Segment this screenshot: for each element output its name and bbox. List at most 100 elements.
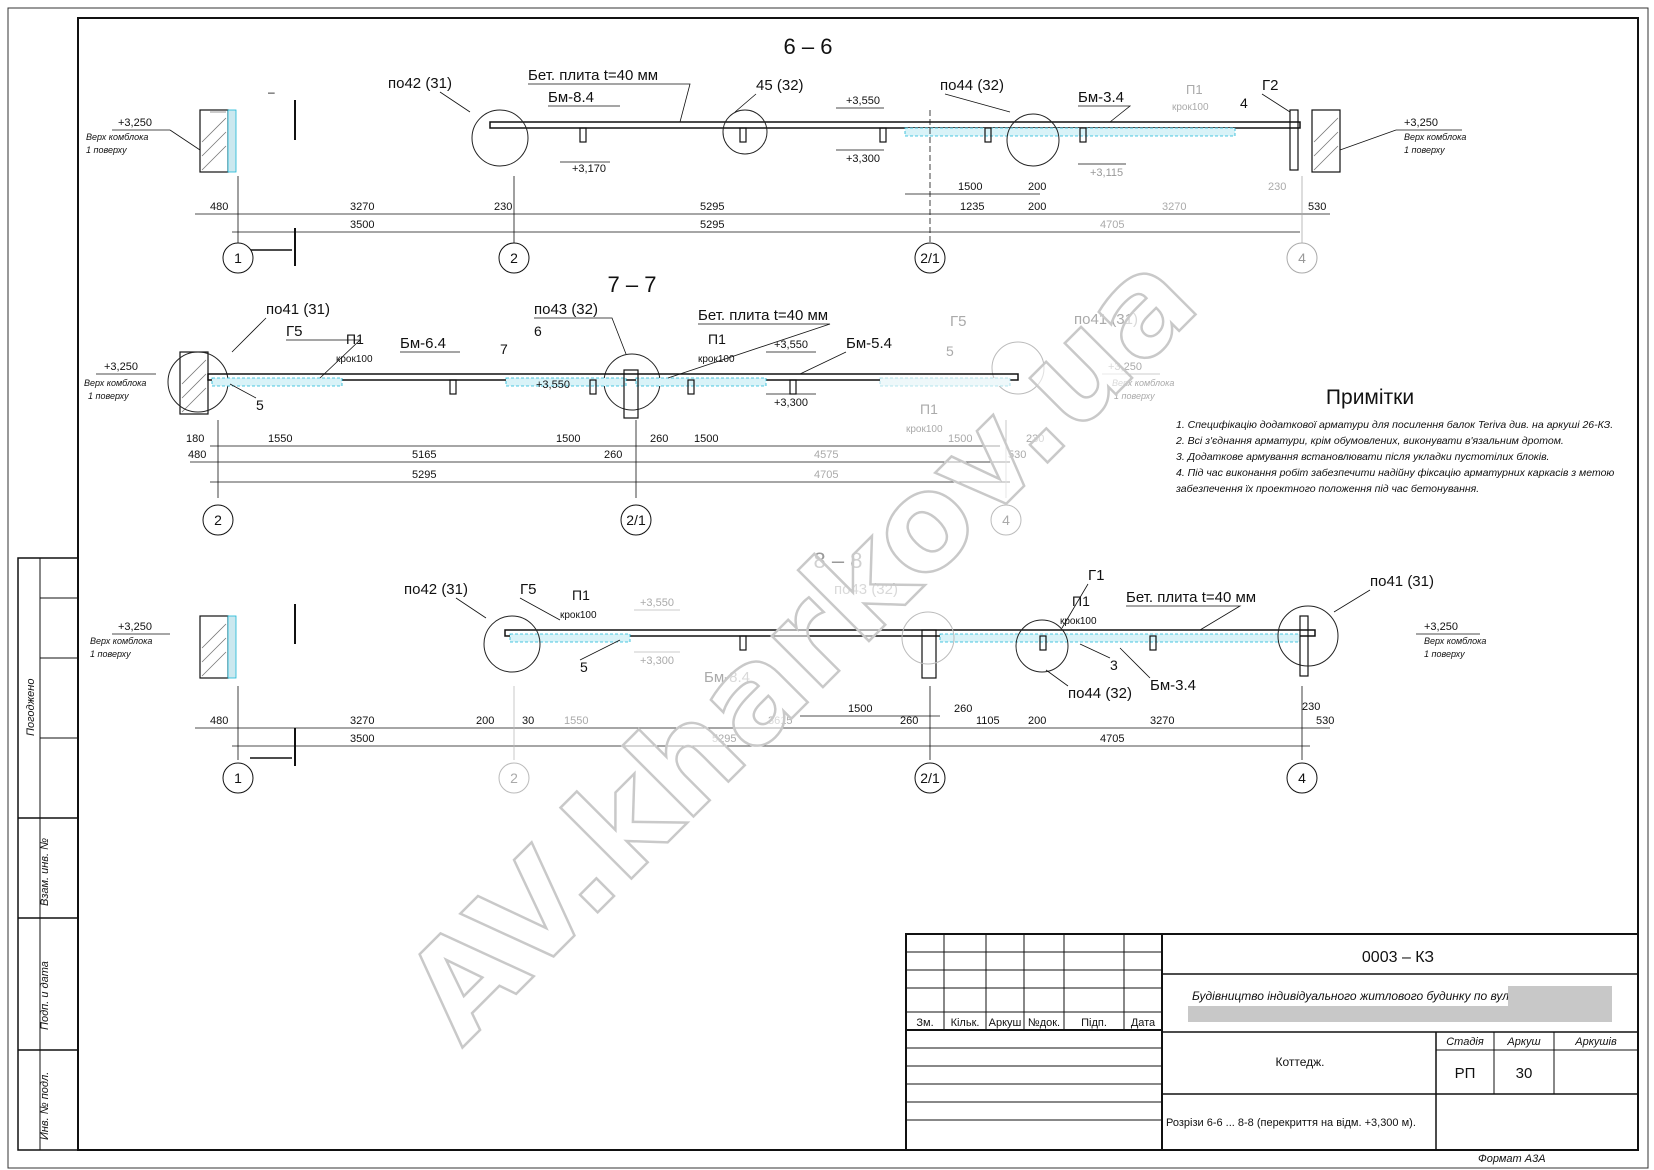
note-1: 1. Специфікацію додаткової арматури для … [1176, 419, 1613, 431]
section-title-6-6: 6 – 6 [784, 34, 833, 59]
label-8-bm34: Бм-3.4 [1150, 677, 1196, 694]
object-name: Коттедж. [1275, 1055, 1324, 1069]
svg-text:200: 200 [1028, 201, 1046, 213]
label-7-krokb: крок100 [698, 354, 735, 365]
dims-bottom-7-7: 5295 4705 [412, 469, 838, 481]
axis-8-1: 1 [234, 770, 242, 786]
wall-right [1311, 109, 1341, 173]
svg-text:260: 260 [954, 703, 972, 715]
title-block: Зм. Кільк. Аркуш №док. Підп. Дата 0003 –… [905, 933, 1639, 1151]
axis-8-4: 4 [1298, 770, 1306, 786]
svg-text:Аркуш: Аркуш [989, 1017, 1022, 1029]
svg-text:Кільк.: Кільк. [951, 1017, 980, 1029]
axis-7-2: 2 [214, 512, 222, 528]
detail-circle-8-3 [1015, 619, 1069, 673]
level-3550: +3,550 [846, 95, 880, 107]
right-level-note1: Верх комблока [1404, 132, 1466, 142]
svg-text:4705: 4705 [1100, 733, 1124, 745]
stamp-label-inv: Взам. инв. № [39, 838, 51, 906]
svg-text:5295: 5295 [712, 733, 736, 745]
dims-bottom-6-6: 3500 5295 4705 [350, 219, 1124, 231]
doc-code: 0003 – КЗ [1362, 949, 1434, 966]
svg-text:230: 230 [1026, 433, 1044, 445]
stamp-label-sign: Подп. и дата [39, 961, 51, 1030]
axis-4: 4 [1298, 250, 1306, 266]
label-po44: по44 (32) [940, 77, 1004, 94]
label-7-g5r: Г5 [950, 313, 966, 330]
right-level-7-note1: Верх комблока [1112, 378, 1174, 388]
rebar-mesh-7-b [505, 377, 627, 387]
sheets-label: Аркушів [1574, 1036, 1617, 1048]
axis-2: 2 [510, 250, 518, 266]
label-8-krokb: крок100 [1060, 616, 1097, 627]
svg-text:480: 480 [210, 715, 228, 727]
rebar-mesh-8-b [939, 633, 1301, 643]
rebar-mesh-7-d [879, 377, 1011, 387]
left-level-8-note2: 1 поверху [90, 649, 131, 659]
svg-text:Дата: Дата [1131, 1017, 1156, 1029]
right-level-7-note2: 1 поверху [1114, 391, 1155, 401]
svg-text:Зм.: Зм. [916, 1017, 933, 1029]
side-stamp: Погоджено Взам. инв. № Подп. и дата Инв.… [17, 557, 79, 1151]
svg-text:1550: 1550 [564, 715, 588, 727]
notes-block: Примітки 1. Специфікацію додаткової арма… [1175, 386, 1614, 495]
label-8-bm84: Бм-8.4 [704, 669, 750, 686]
dims-bottom-8-8: 3500 5295 4705 [350, 733, 1124, 745]
section-8-8: 8 – 8 по42 (31) Г5 П1 крок100 5 по43 (32… [90, 548, 1486, 794]
title-block-columns: Зм. Кільк. Аркуш №док. Підп. Дата [916, 1017, 1156, 1029]
label-7-krok: крок100 [336, 354, 373, 365]
svg-text:1500: 1500 [694, 433, 718, 445]
svg-text:5165: 5165 [412, 449, 436, 461]
axis-7-4: 4 [1002, 512, 1010, 528]
label-8-krok: крок100 [560, 610, 597, 621]
svg-text:230: 230 [1268, 181, 1286, 193]
project-name: Будівництво індивідуального житлового бу… [1192, 989, 1512, 1003]
outer-frame [7, 7, 1649, 1169]
label-8-p1b: П1 [1072, 593, 1090, 609]
label-p1: П1 [1186, 82, 1203, 97]
label-8-5: 5 [580, 659, 588, 675]
wall-insulation-left [227, 109, 237, 173]
svg-text:260: 260 [900, 715, 918, 727]
label-g2: Г2 [1262, 77, 1278, 94]
label-8-p1: П1 [572, 587, 590, 603]
label-bm34: Бм-3.4 [1078, 89, 1124, 106]
label-bm84: Бм-8.4 [548, 89, 594, 106]
axis-2-1: 2/1 [920, 250, 940, 266]
svg-text:230: 230 [494, 201, 512, 213]
svg-text:3615: 3615 [768, 715, 792, 727]
detail-circle-1 [471, 109, 529, 167]
left-level-8: +3,250 [118, 621, 152, 633]
dims-top-7-7: 180 1550 1500 260 1500 1500 230 [186, 433, 1044, 445]
right-level-note2: 1 поверху [1404, 145, 1445, 155]
label-7-bm54: Бм-5.4 [846, 335, 892, 352]
svg-text:Підп.: Підп. [1081, 1017, 1107, 1029]
svg-text:30: 30 [522, 715, 534, 727]
svg-text:200: 200 [1028, 715, 1046, 727]
left-level: +3,250 [118, 117, 152, 129]
label-45: 45 (32) [756, 77, 804, 94]
beam-ribs-8-8 [739, 615, 1309, 679]
svg-text:1500: 1500 [848, 703, 872, 715]
stamp-label-agreed: Погоджено [25, 679, 37, 736]
cut-mark-dash: – [268, 85, 275, 99]
left-level-7: +3,250 [104, 361, 138, 373]
svg-text:1500: 1500 [556, 433, 580, 445]
wall-left-7 [179, 351, 209, 415]
wall-hatch-right [1313, 117, 1339, 171]
label-7-po41: по41 (31) [266, 301, 330, 318]
right-level: +3,250 [1404, 117, 1438, 129]
left-level-leader [169, 129, 201, 151]
svg-text:530: 530 [1316, 715, 1334, 727]
dims-mid-7-7: 480 5165 260 4575 530 [188, 449, 1026, 461]
svg-text:1105: 1105 [976, 715, 1000, 727]
svg-text:5295: 5295 [700, 219, 724, 231]
beam-ribs-6-6 [579, 109, 1299, 171]
label-7-p1: П1 [346, 331, 364, 347]
svg-text:3270: 3270 [1150, 715, 1174, 727]
label-8-g5: Г5 [520, 581, 536, 598]
right-level-8: +3,250 [1424, 621, 1458, 633]
label-7-po41r: по41 (31) [1074, 311, 1138, 328]
rebar-mesh-6-6 [904, 127, 1236, 137]
svg-text:4705: 4705 [1100, 219, 1124, 231]
